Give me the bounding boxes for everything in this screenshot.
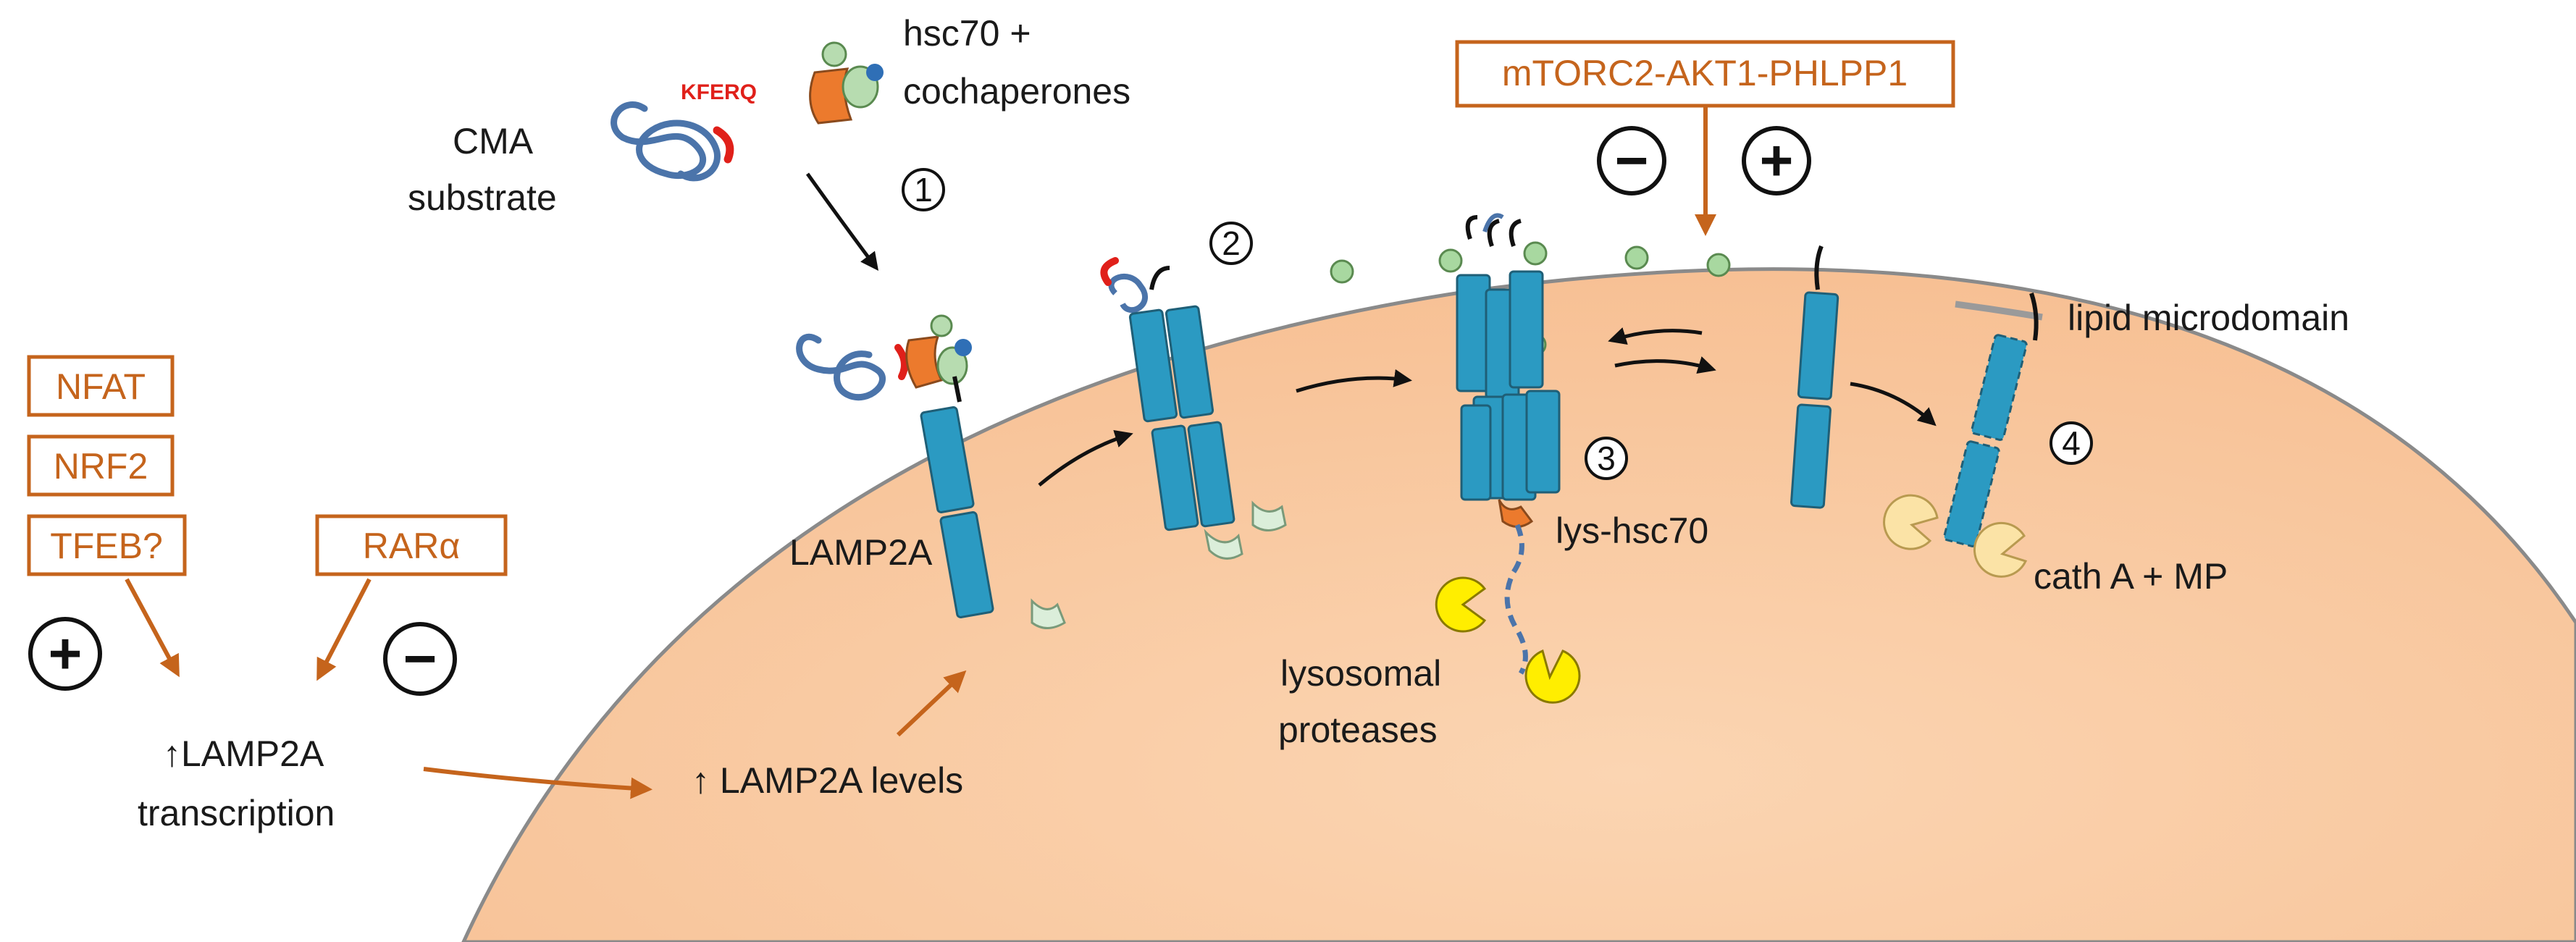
cma-substrate-label-1: CMA [453, 121, 534, 161]
arrow-to-step3 [1296, 369, 1412, 393]
arrow-to-step4 [1850, 382, 1937, 426]
mtorc2-plus-circle [1742, 126, 1811, 195]
step-2-number: 2 [1222, 224, 1241, 262]
lipid-microdomain-label: lipid microdomain [2068, 298, 2349, 338]
hsc70-chaperone-icon [809, 41, 884, 125]
lamp2a-levels-label: ↑ LAMP2A levels [692, 760, 963, 801]
lamp2a-label: LAMP2A [789, 532, 933, 573]
transcription-plus-circle [28, 617, 102, 691]
reassembly-arrow [1614, 356, 1716, 374]
transcription-minus-sign: − [403, 626, 437, 691]
kferq-label: KFERQ [681, 80, 757, 104]
lysosomal-proteases-label-2: proteases [1278, 710, 1438, 750]
transcription-to-levels-arrow [423, 767, 653, 799]
lipid-microdomain-patch [1955, 300, 2043, 321]
nfat-label: NFAT [56, 366, 146, 407]
mtorc2-plus-sign: + [1760, 128, 1794, 193]
transcription-label-1: ↑LAMP2A [163, 733, 324, 774]
step-4-circle [2050, 421, 2093, 465]
tfeb-box [27, 514, 187, 576]
levels-to-lamp2a-arrow [896, 670, 967, 737]
lamp2a-monomer-2 [1790, 245, 1839, 509]
mtorc2-box [1455, 40, 1955, 108]
step-4-number: 4 [2062, 424, 2081, 462]
transcription-plus-sign: + [49, 621, 83, 686]
rara-label: RARα [363, 526, 460, 566]
hsc70-label-2: cochaperones [903, 71, 1130, 112]
protease-icon-2 [1524, 649, 1581, 704]
lamp2a-dimer [1100, 257, 1287, 560]
cma-substrate-icon [611, 101, 734, 182]
transcription-minus-circle [383, 622, 457, 696]
step-2-circle [1209, 222, 1253, 265]
mtorc2-label: mTORC2-AKT1-PHLPP1 [1502, 53, 1908, 93]
nfat-box [27, 355, 175, 417]
lamp2a-degrading [1943, 293, 2039, 547]
nrf2-label: NRF2 [54, 446, 148, 487]
step-1-number: 1 [914, 171, 933, 209]
rara-box [315, 514, 508, 576]
lamp2a-monomer [920, 376, 1066, 629]
tfeb-label: TFEB? [50, 526, 163, 566]
nrf2-box [27, 434, 175, 497]
protease-icon-1 [1435, 576, 1487, 633]
step1-arrow [805, 172, 878, 272]
transcription-label-2: transcription [138, 793, 335, 833]
arrow-to-step2 [1038, 429, 1133, 487]
metalloprotease-icon [1973, 521, 2028, 578]
substrate-chaperone-complex [796, 314, 972, 401]
lysosomal-proteases-label-1: lysosomal [1280, 653, 1441, 694]
cma-substrate-label-2: substrate [408, 177, 557, 218]
disassembly-arrow [1608, 327, 1703, 345]
step-3-number: 3 [1597, 440, 1616, 477]
cathepsin-a-icon [1883, 494, 1939, 550]
step-1-circle [902, 168, 945, 211]
lamp2a-multimer [1456, 213, 1561, 675]
mtorc2-minus-sign: − [1615, 128, 1649, 193]
rara-arrow [316, 578, 372, 681]
cath-mp-label: cath A + MP [2034, 556, 2228, 597]
lys-hsc70-label: lys-hsc70 [1556, 510, 1708, 551]
mtorc2-minus-circle [1597, 126, 1666, 195]
step-3-circle [1585, 437, 1628, 480]
hsc70-label-1: hsc70 + [903, 13, 1031, 54]
tfeb-arrow [125, 578, 180, 678]
